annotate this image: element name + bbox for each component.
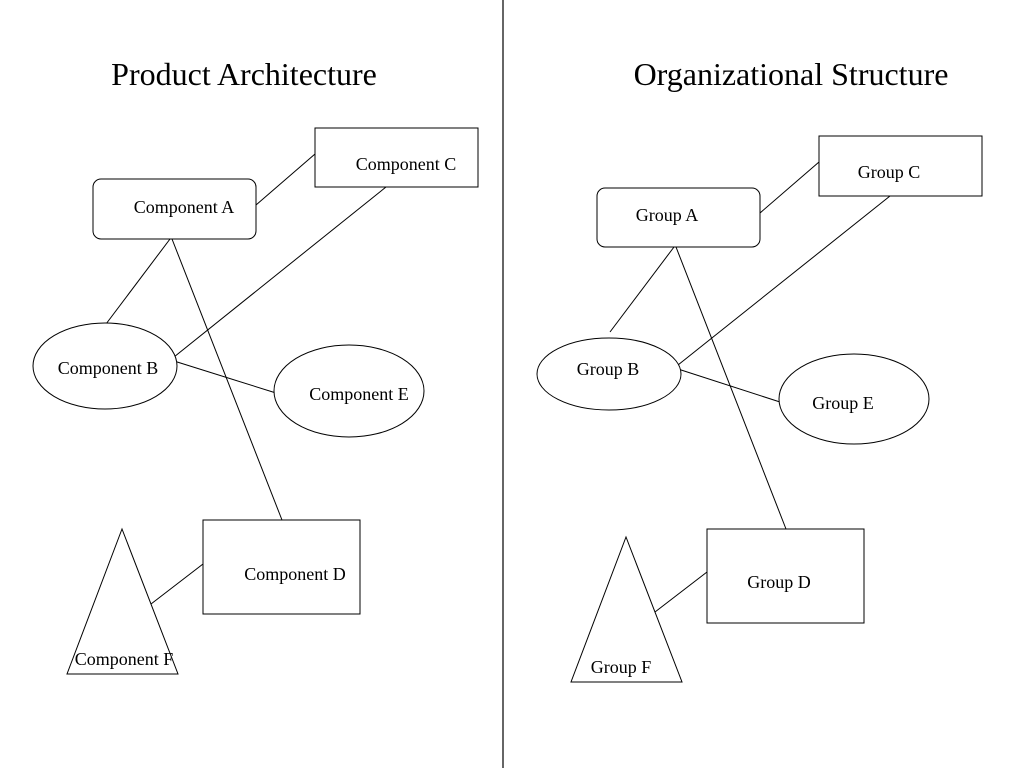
node-group-b[interactable]: Group B: [536, 337, 682, 411]
node-group-d-label: Group D: [747, 572, 811, 592]
edge-a-b: [105, 238, 171, 325]
node-group-b-label: Group B: [577, 359, 640, 379]
right-panel-title: Organizational Structure: [634, 56, 949, 92]
node-component-a[interactable]: Component A: [92, 178, 257, 240]
edge-group-c-b: [677, 195, 891, 366]
edge-d-f: [150, 563, 204, 605]
node-group-e[interactable]: Group E: [778, 353, 930, 445]
edge-group-a-c: [759, 161, 820, 214]
node-component-d[interactable]: Component D: [202, 519, 361, 615]
node-group-e-label: Group E: [812, 393, 874, 413]
edge-c-b: [173, 186, 387, 358]
node-component-c[interactable]: Component C: [314, 127, 479, 188]
right-panel: Organizational Structure Group A Group C…: [536, 56, 983, 683]
node-component-c-label: Component C: [356, 154, 457, 174]
edge-group-d-f: [654, 571, 708, 613]
node-component-f-label: Component F: [75, 649, 174, 669]
left-edges: [105, 153, 387, 605]
node-group-a-label: Group A: [636, 205, 699, 225]
node-component-e-label: Component E: [309, 384, 409, 404]
edge-b-e: [173, 360, 277, 394]
left-panel: Product Architecture Component A Compone…: [32, 56, 479, 675]
edge-a-c: [255, 153, 316, 206]
edge-group-a-b: [609, 246, 675, 333]
node-component-e[interactable]: Component E: [273, 344, 425, 438]
edge-a-d: [171, 238, 283, 521]
node-group-a[interactable]: Group A: [596, 187, 761, 248]
node-group-d[interactable]: Group D: [706, 528, 865, 624]
left-panel-title: Product Architecture: [111, 56, 377, 92]
edge-group-a-d: [675, 246, 787, 530]
node-component-f[interactable]: Component F: [66, 527, 179, 675]
node-group-c-label: Group C: [858, 162, 921, 182]
edge-group-b-e: [677, 368, 781, 403]
node-component-b[interactable]: Component B: [32, 322, 178, 410]
node-component-d-label: Component D: [244, 564, 346, 584]
node-group-f-label: Group F: [591, 657, 652, 677]
right-edges: [609, 161, 891, 613]
node-group-c[interactable]: Group C: [818, 135, 983, 197]
node-component-b-label: Component B: [58, 358, 159, 378]
node-component-a-label: Component A: [134, 197, 235, 217]
node-group-f[interactable]: Group F: [570, 535, 683, 683]
